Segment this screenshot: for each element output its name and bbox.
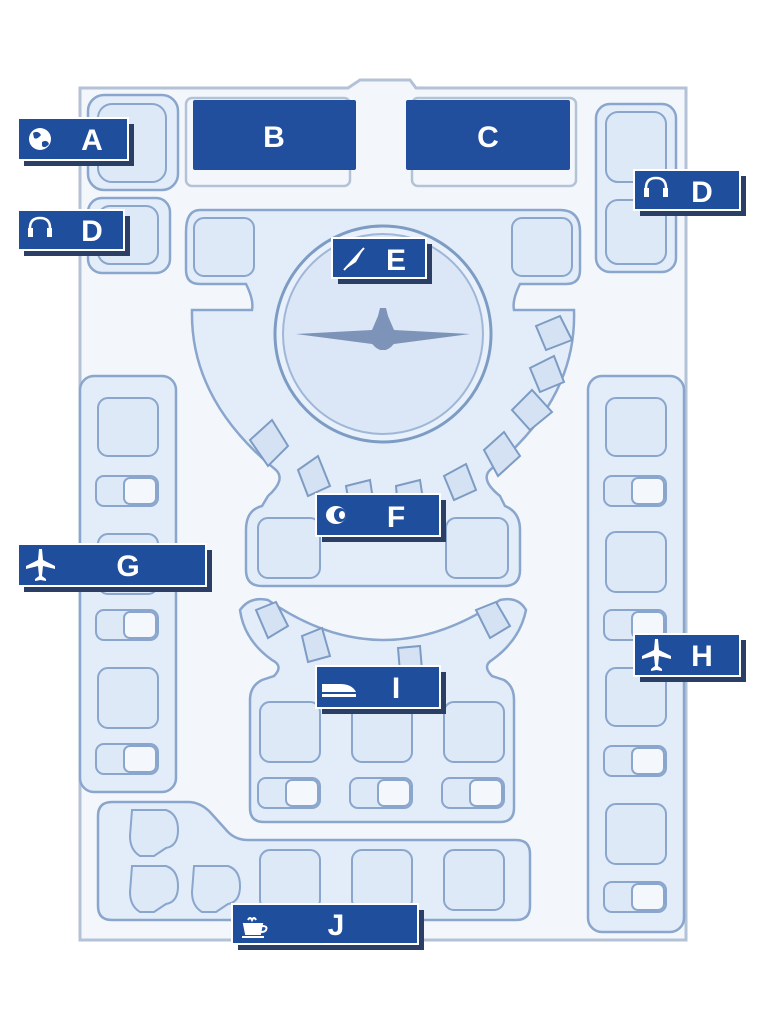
label-h: H	[633, 633, 746, 682]
toggle-h-1	[603, 475, 667, 507]
cell-j-1	[259, 849, 321, 911]
label-b-text: B	[263, 121, 285, 154]
svg-text:H: H	[691, 640, 713, 673]
svg-text:G: G	[116, 550, 139, 583]
cell-g-1	[97, 397, 159, 457]
toggle-g-2	[95, 609, 159, 641]
toggle-i-1	[257, 777, 321, 809]
toggle-slots	[95, 475, 667, 913]
svg-text:I: I	[392, 672, 400, 705]
cell-i-3	[443, 701, 505, 763]
train-icon	[322, 684, 356, 697]
svg-text:E: E	[386, 244, 406, 277]
toggle-g-3	[95, 743, 159, 775]
cell-j-2	[351, 849, 413, 911]
toggle-h-3	[603, 745, 667, 777]
airplane-icon	[642, 639, 671, 671]
cell-h-4	[605, 803, 667, 865]
cell-e-left	[193, 217, 255, 277]
cell-i-1	[259, 701, 321, 763]
svg-text:J: J	[328, 909, 345, 942]
toggle-i-2	[349, 777, 413, 809]
jet-engine-icon	[326, 506, 346, 524]
block-b	[193, 100, 356, 170]
label-d-left: D	[17, 209, 130, 256]
cell-h-1	[605, 397, 667, 457]
cell-f-right	[445, 517, 509, 579]
toggle-g-1	[95, 475, 159, 507]
label-j: J	[231, 903, 424, 950]
label-c-text: C	[477, 121, 499, 154]
label-g: G	[17, 543, 212, 592]
cell-g-3	[97, 667, 159, 729]
block-c	[406, 100, 570, 170]
coffee-cup-icon	[242, 917, 268, 938]
label-f: F	[315, 493, 446, 542]
label-d-right: D	[633, 169, 746, 216]
svg-text:D: D	[81, 215, 103, 248]
airplane-dial-icon	[296, 308, 470, 350]
headset-icon	[644, 176, 668, 197]
cell-e-right	[511, 217, 573, 277]
cell-j-3	[443, 849, 505, 911]
toggle-i-3	[441, 777, 505, 809]
label-i: I	[315, 665, 446, 714]
airplane-icon	[26, 549, 55, 581]
label-e: E	[331, 237, 432, 284]
cell-h-2	[605, 531, 667, 593]
headset-icon	[28, 216, 52, 237]
cup-slots	[128, 809, 242, 913]
label-a: A	[17, 117, 134, 166]
svg-text:D: D	[691, 176, 713, 209]
svg-text:F: F	[387, 501, 405, 534]
globe-icon	[29, 128, 51, 150]
cell-f-left	[257, 517, 321, 579]
compass-needle-icon	[343, 247, 365, 271]
svg-text:A: A	[81, 124, 103, 157]
toggle-h-4	[603, 881, 667, 913]
